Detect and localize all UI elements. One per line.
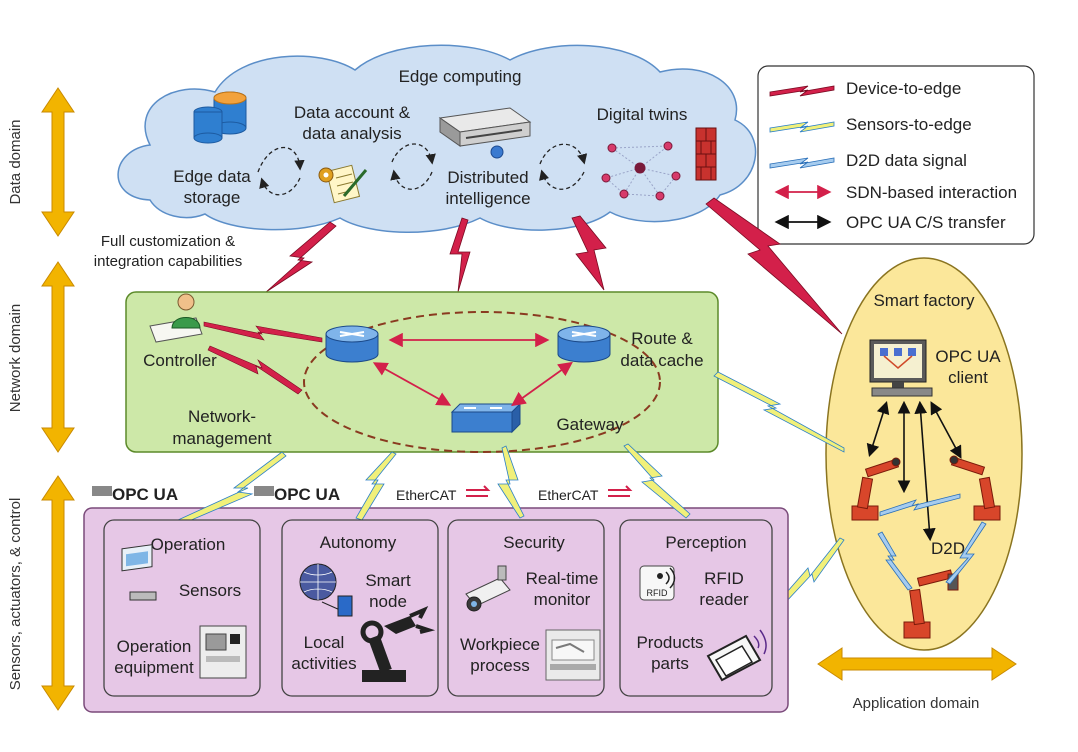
svg-text:EtherCAT: EtherCAT — [396, 487, 457, 503]
workstation-icon — [545, 629, 601, 681]
operation-machine-icon — [199, 625, 247, 679]
perception-title: Perception — [665, 533, 746, 552]
gateway-label: Gateway — [556, 415, 624, 434]
sensors-domain-arrow — [41, 475, 75, 711]
svg-text:RFID: RFID — [647, 588, 668, 598]
opc-ua-logo-1: OPC UA — [92, 485, 178, 504]
route-cache-line1: Route & — [631, 329, 693, 348]
router-right-icon — [557, 325, 611, 363]
legend-device-to-edge: Device-to-edge — [846, 79, 961, 98]
robot-arm-icon-left — [851, 457, 901, 521]
server-icon — [438, 107, 532, 159]
application-domain-arrow — [817, 647, 1017, 681]
local-activities-line1: Local — [304, 633, 345, 652]
operation-equipment-line1: Operation — [117, 637, 192, 656]
network-management-line1: Network- — [188, 407, 256, 426]
svg-text:OPC UA: OPC UA — [274, 485, 340, 504]
network-to-factory-link — [713, 371, 845, 453]
smart-node-line2: node — [369, 592, 407, 611]
sdn-interactions — [372, 332, 573, 407]
edge-data-storage-line2: storage — [184, 188, 241, 207]
robot-arm-icon-bottom — [903, 569, 959, 639]
workpiece-process-line1: Workpiece — [460, 635, 540, 654]
autonomy-title: Autonomy — [320, 533, 397, 552]
gateway-switch-icon — [450, 402, 522, 434]
workpiece-process-line2: process — [470, 656, 530, 675]
route-cache-line2: data cache — [620, 351, 703, 370]
edge-computing-title: Edge computing — [399, 67, 522, 86]
operation-sensors: Sensors — [179, 581, 241, 600]
device-to-edge-links — [265, 197, 843, 335]
globe-icon — [299, 563, 353, 617]
legend-d2d-symbol — [769, 157, 835, 169]
operation-title: Operation — [151, 535, 226, 554]
cloud-flow-arrows — [257, 143, 588, 196]
legend-sensors-to-edge-symbol — [769, 121, 835, 133]
legend-d2d: D2D data signal — [846, 151, 967, 170]
router-left-icon — [325, 325, 379, 363]
controller-label: Controller — [143, 351, 217, 370]
operation-equipment-line2: equipment — [114, 658, 194, 677]
svg-text:EtherCAT: EtherCAT — [538, 487, 599, 503]
opc-ua-transfers — [866, 400, 962, 542]
realtime-monitor-line1: Real-time — [526, 569, 599, 588]
application-domain-label: Application domain — [853, 695, 980, 712]
camera-icon — [465, 565, 511, 612]
network-management-line2: management — [172, 429, 272, 448]
data-domain-arrow — [41, 87, 75, 237]
smart-factory-title: Smart factory — [873, 291, 975, 310]
ethercat-logo-2: EtherCAT — [538, 485, 633, 503]
network-domain-arrow — [41, 261, 75, 453]
edge-data-storage-line1: Edge data — [173, 167, 251, 186]
rfid-scanner-icon — [706, 629, 767, 682]
realtime-monitor-line2: monitor — [534, 590, 591, 609]
rfid-reader-line2: reader — [699, 590, 748, 609]
sensor-display-icon — [121, 544, 157, 601]
legend-sdn: SDN-based interaction — [846, 183, 1017, 202]
legend-box — [757, 65, 1035, 245]
opc-ua-client-line2: client — [948, 368, 988, 387]
data-account-line2: data analysis — [302, 124, 401, 143]
network-domain-label: Network domain — [7, 304, 24, 412]
edge-computing-cloud — [117, 44, 757, 233]
legend-sensors-to-edge: Sensors-to-edge — [846, 115, 972, 134]
data-domain-label: Data domain — [7, 119, 24, 204]
local-activities-line2: activities — [291, 654, 356, 673]
customization-line2: integration capabilities — [94, 253, 242, 270]
robot-arm-icon-right — [949, 455, 1001, 521]
sensors-domain-label: Sensors, actuators, & control — [7, 498, 24, 691]
customization-line1: Full customization & — [101, 233, 235, 250]
digital-twins-label: Digital twins — [597, 105, 688, 124]
sdn-ring — [303, 311, 661, 453]
rfid-reader-line1: RFID — [704, 569, 744, 588]
firewall-icon — [695, 127, 717, 181]
data-account-line1: Data account & — [294, 103, 411, 122]
database-icon — [193, 91, 247, 144]
security-title: Security — [503, 533, 565, 552]
d2d-signals — [877, 493, 987, 591]
legend-opc: OPC UA C/S transfer — [846, 213, 1006, 232]
ethercat-logo-1: EtherCAT — [396, 485, 491, 503]
opc-ua-logo-2: OPC UA — [254, 485, 340, 504]
gripper-robot-icon — [360, 606, 436, 682]
smart-node-line1: Smart — [365, 571, 411, 590]
products-parts-line1: Products — [636, 633, 703, 652]
document-gear-icon — [318, 164, 368, 204]
distributed-intelligence-line1: Distributed — [447, 168, 528, 187]
svg-text:OPC UA: OPC UA — [112, 485, 178, 504]
legend-device-to-edge-symbol — [769, 85, 835, 97]
controller-links — [203, 321, 323, 395]
opc-ua-client-line1: OPC UA — [935, 347, 1001, 366]
perception-to-factory-link — [779, 537, 845, 605]
opc-ua-client-monitor-icon — [869, 339, 933, 397]
d2d-label: D2D — [931, 539, 965, 558]
controller-icon — [149, 293, 203, 343]
products-parts-line2: parts — [651, 654, 689, 673]
mesh-nodes — [601, 141, 681, 201]
distributed-intelligence-line2: intelligence — [445, 189, 530, 208]
rfid-tag-icon: RFID — [639, 565, 676, 601]
